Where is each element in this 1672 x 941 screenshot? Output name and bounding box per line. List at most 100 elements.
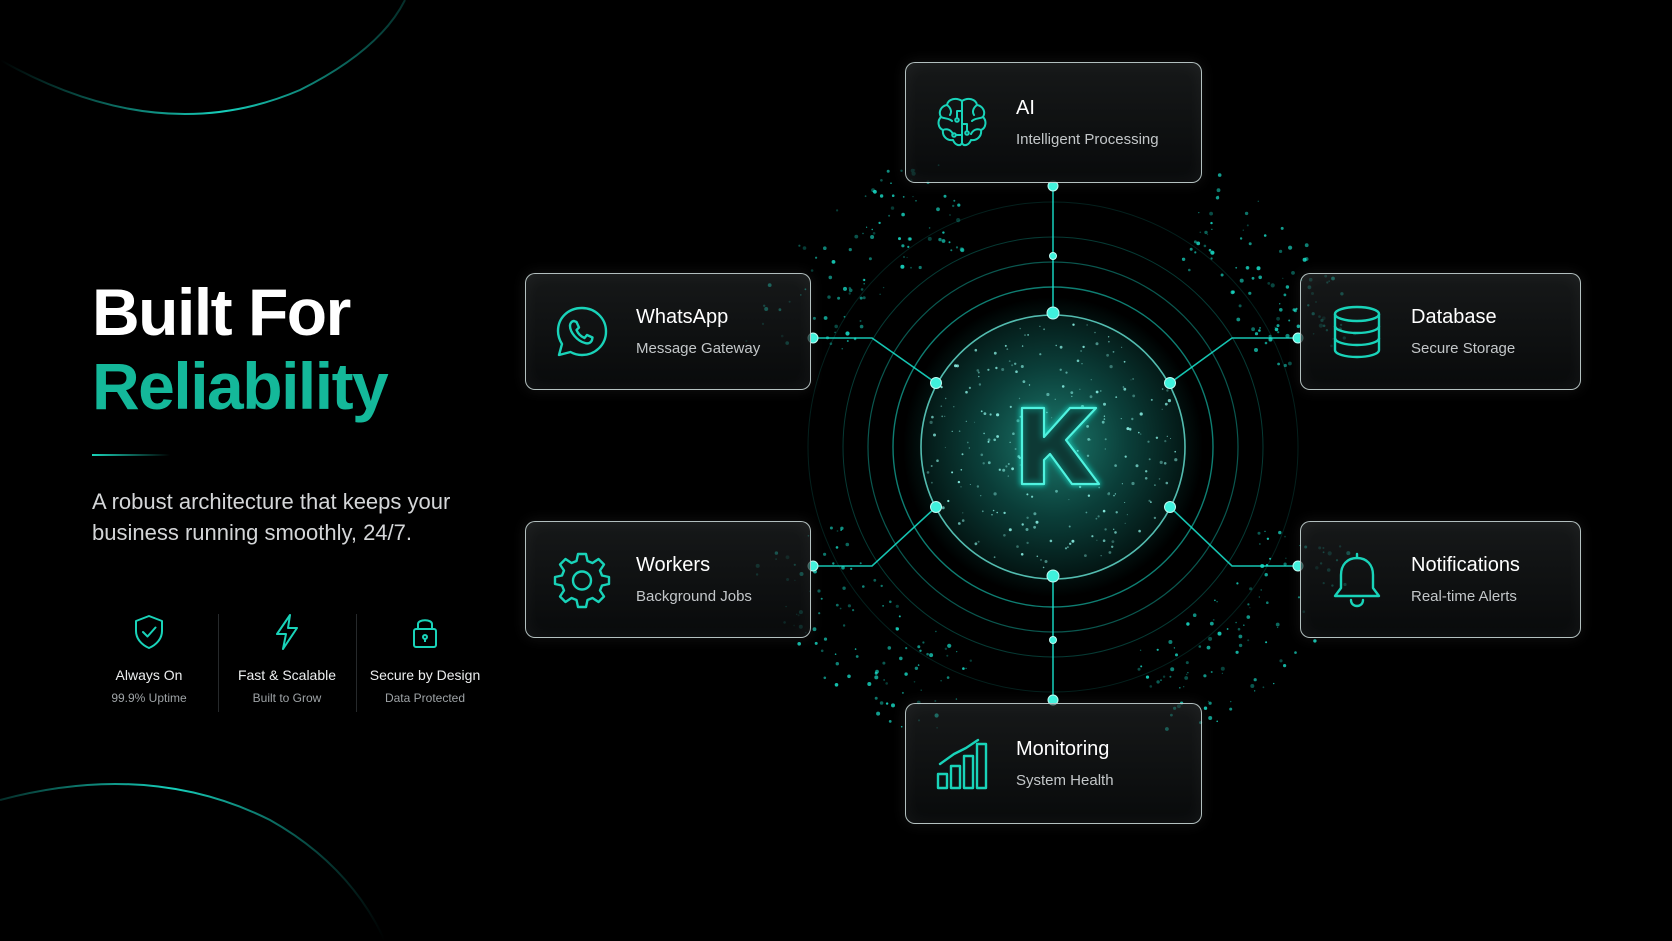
particle-dot bbox=[1277, 362, 1280, 366]
feature-subtitle: Built to Grow bbox=[252, 691, 322, 705]
particle-dot bbox=[1259, 543, 1261, 545]
sphere-dot bbox=[1040, 559, 1042, 561]
sphere-dot bbox=[940, 405, 943, 408]
particle-dot bbox=[1313, 639, 1317, 643]
particle-dot bbox=[810, 269, 814, 272]
sphere-dot bbox=[1009, 405, 1012, 408]
particle-dot bbox=[1269, 557, 1272, 560]
sphere-dot bbox=[960, 469, 963, 471]
particle-dot bbox=[899, 656, 903, 661]
particle-dot bbox=[1266, 537, 1270, 540]
particle-dot bbox=[878, 221, 881, 225]
sphere-dot bbox=[1087, 438, 1091, 441]
sphere-dot bbox=[962, 512, 964, 514]
particle-dot bbox=[962, 667, 965, 670]
node-card-notifications[interactable]: Notifications Real-time Alerts bbox=[1300, 521, 1581, 638]
sphere-dot bbox=[981, 510, 984, 513]
sphere-dot bbox=[968, 447, 970, 449]
particle-dot bbox=[1254, 348, 1258, 352]
sphere-dot bbox=[958, 430, 961, 433]
particle-dot bbox=[906, 256, 908, 259]
particle-dot bbox=[870, 235, 875, 239]
sphere-dot bbox=[1084, 554, 1087, 557]
sphere-dot bbox=[1071, 395, 1073, 398]
particle-dot bbox=[1254, 332, 1259, 336]
sphere-dot bbox=[1114, 493, 1117, 495]
particle-dot bbox=[1173, 647, 1176, 649]
sphere-dot bbox=[1072, 323, 1075, 326]
particle-dot bbox=[1283, 293, 1287, 297]
particle-dot bbox=[889, 600, 892, 604]
sphere-dot bbox=[982, 462, 985, 465]
sphere-dot bbox=[1124, 502, 1126, 503]
sphere-dot bbox=[1115, 511, 1118, 514]
particle-dot bbox=[903, 256, 905, 258]
sphere-dot bbox=[1090, 439, 1092, 441]
node-card-ai[interactable]: AI Intelligent Processing bbox=[905, 62, 1202, 183]
node-card-database[interactable]: Database Secure Storage bbox=[1300, 273, 1581, 390]
particle-dot bbox=[1253, 678, 1257, 682]
node-title-workers: Workers bbox=[636, 554, 711, 576]
particle-dot bbox=[1210, 221, 1213, 225]
particle-dot bbox=[852, 609, 855, 612]
sphere-dot bbox=[1135, 464, 1139, 468]
sphere-dot bbox=[1123, 387, 1127, 391]
sphere-dot bbox=[961, 519, 965, 522]
sphere-dot bbox=[929, 420, 933, 424]
feature-subtitle: Data Protected bbox=[384, 691, 466, 705]
particle-dot bbox=[1279, 249, 1283, 253]
particle-dot bbox=[1251, 276, 1255, 280]
particle-dot bbox=[812, 316, 816, 320]
sphere-dot bbox=[980, 410, 983, 413]
particle-dot bbox=[885, 682, 888, 685]
particle-dot bbox=[848, 292, 851, 295]
particle-dot bbox=[914, 666, 919, 670]
particle-dot bbox=[874, 675, 879, 680]
node-text: WhatsApp Message Gateway bbox=[636, 305, 760, 358]
sphere-dot bbox=[933, 433, 936, 437]
particle-dot bbox=[1206, 233, 1209, 236]
node-card-whatsapp[interactable]: WhatsApp Message Gateway bbox=[525, 273, 811, 390]
particle-dot bbox=[847, 674, 851, 679]
feature-title: Fast & Scalable bbox=[237, 667, 337, 683]
sphere-dot bbox=[1079, 388, 1081, 390]
particle-dot bbox=[1236, 582, 1239, 585]
sphere-dot bbox=[951, 471, 954, 474]
particle-dot bbox=[1235, 650, 1239, 654]
particle-dot bbox=[823, 637, 828, 641]
particle-dot bbox=[1209, 211, 1213, 216]
sphere-dot bbox=[993, 351, 997, 355]
node-card-workers[interactable]: Workers Background Jobs bbox=[525, 521, 811, 638]
particle-dot bbox=[912, 196, 914, 198]
particle-dot bbox=[1217, 195, 1219, 198]
particle-dot bbox=[831, 260, 836, 264]
particle-dot bbox=[1288, 361, 1292, 366]
sphere-dot bbox=[1108, 492, 1110, 494]
node-subtitle-workers: Background Jobs bbox=[636, 588, 752, 605]
particle-dot bbox=[823, 316, 828, 320]
sphere-dot bbox=[1163, 462, 1167, 465]
node-card-monitoring[interactable]: Monitoring System Health bbox=[905, 703, 1202, 824]
particle-dot bbox=[1209, 621, 1214, 626]
sphere-dot bbox=[1091, 535, 1094, 538]
sphere-dot bbox=[1039, 353, 1042, 356]
particle-dot bbox=[936, 207, 940, 212]
sphere-dot bbox=[976, 485, 980, 488]
particle-dot bbox=[891, 703, 895, 708]
particle-dot bbox=[1257, 200, 1260, 202]
particle-dot bbox=[1285, 333, 1290, 339]
sphere-dot bbox=[1028, 384, 1031, 386]
sphere-dot bbox=[1138, 431, 1140, 434]
sphere-dot bbox=[1147, 440, 1150, 443]
sphere-dot bbox=[1018, 397, 1021, 400]
sphere-dot bbox=[1089, 395, 1093, 399]
particle-dot bbox=[880, 584, 883, 588]
particle-dot bbox=[1198, 645, 1202, 648]
sphere-dot bbox=[1085, 511, 1088, 514]
particle-dot bbox=[1263, 234, 1267, 237]
sphere-dot bbox=[1113, 528, 1115, 530]
particle-dot bbox=[1248, 291, 1252, 295]
particle-dot bbox=[885, 702, 889, 705]
particle-dot bbox=[1216, 188, 1221, 193]
particle-dot bbox=[1217, 631, 1222, 636]
